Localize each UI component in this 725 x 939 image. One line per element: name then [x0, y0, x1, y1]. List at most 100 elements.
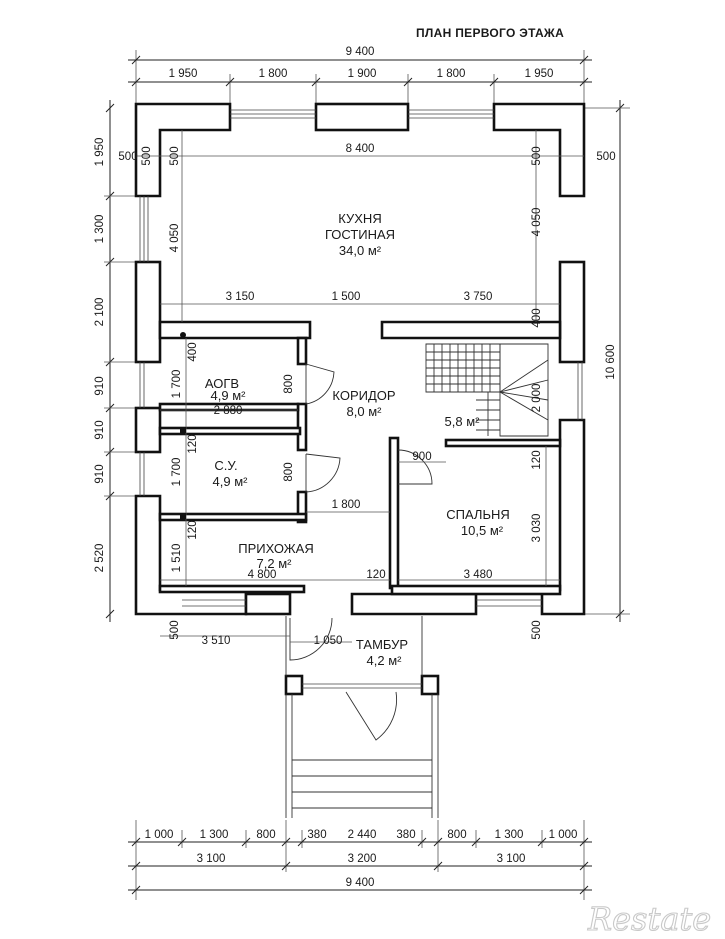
right-dimensions: 10 600: [584, 100, 630, 622]
column-marker: [180, 332, 186, 338]
dim-top-3: 1 900: [348, 68, 377, 80]
dim-left-4: 910: [94, 376, 106, 395]
svg-text:500: 500: [118, 151, 137, 163]
svg-text:380: 380: [307, 829, 326, 841]
dim-right-total: 10 600: [605, 344, 617, 379]
svg-text:400: 400: [187, 342, 199, 361]
room-corridor-name: КОРИДОР: [332, 388, 395, 403]
svg-text:9 400: 9 400: [346, 877, 375, 889]
svg-text:3 100: 3 100: [197, 853, 226, 865]
dim-kitchen-depth-right: 4 050: [531, 208, 543, 237]
partition-wc-bottom: [158, 512, 308, 522]
dim-kitchen-width: 8 400: [346, 143, 375, 155]
watermark-logo: Restate: [587, 900, 711, 938]
dim-left-3: 2 100: [94, 298, 106, 327]
dim-left-5: 910: [94, 420, 106, 439]
dim-left-2: 1 300: [94, 215, 106, 244]
partition-aogv-1: [296, 336, 308, 366]
room-vestibule-area: 4,2 м²: [367, 653, 403, 668]
svg-text:380: 380: [396, 829, 415, 841]
room-vestibule-name: ТАМБУР: [356, 637, 408, 652]
svg-text:3 030: 3 030: [531, 514, 543, 543]
room-aogv-name: АОГВ: [205, 376, 239, 391]
wall-left-upper: [134, 260, 162, 364]
dim-left-6: 910: [94, 464, 106, 483]
svg-text:1 000: 1 000: [145, 829, 174, 841]
partition-wc-top: [158, 426, 302, 436]
svg-text:800: 800: [256, 829, 275, 841]
svg-text:500: 500: [141, 146, 153, 165]
partition-bedroom-bottom: [390, 584, 562, 596]
svg-text:4 800: 4 800: [248, 569, 277, 581]
wall-bottom-1: [244, 592, 292, 616]
svg-text:2 440: 2 440: [348, 829, 377, 841]
svg-text:120: 120: [531, 450, 543, 469]
svg-text:120: 120: [366, 569, 385, 581]
room-kitchen-name2: ГОСТИНАЯ: [325, 227, 395, 242]
svg-text:120: 120: [187, 520, 199, 539]
room-kitchen-name1: КУХНЯ: [338, 211, 381, 226]
svg-text:3 200: 3 200: [348, 853, 377, 865]
partition-bedroom-top: [444, 438, 562, 448]
doors: [289, 363, 433, 741]
room-wc-area: 4,9 м²: [213, 474, 249, 489]
top-dimensions: 9 400 1 950 1 800 1 900 1 800 1 950: [128, 46, 592, 104]
room-kitchen-area: 34,0 м²: [339, 243, 382, 258]
partition-kitchen-right: [380, 320, 562, 340]
svg-text:500: 500: [596, 151, 615, 163]
svg-text:1 700: 1 700: [171, 458, 183, 487]
dim-kitchen-depth-left: 4 050: [169, 224, 181, 253]
wall-top-left: [134, 102, 232, 198]
wall-left-middle: [134, 406, 162, 454]
svg-text:500: 500: [169, 620, 181, 639]
svg-text:1 300: 1 300: [200, 829, 229, 841]
svg-text:2 880: 2 880: [214, 405, 243, 417]
left-dimensions: 1 950 1 300 2 100 910 910 910 2 520: [94, 100, 136, 622]
svg-text:800: 800: [447, 829, 466, 841]
dim-top-2: 1 800: [259, 68, 288, 80]
svg-text:1 300: 1 300: [495, 829, 524, 841]
svg-text:1 050: 1 050: [314, 635, 343, 647]
plan-title: ПЛАН ПЕРВОГО ЭТАЖА: [416, 26, 564, 40]
partition-wc-3: [296, 490, 308, 524]
dim-top-1: 1 950: [169, 68, 198, 80]
room-bedroom-name: СПАЛЬНЯ: [446, 507, 510, 522]
partition-hall-bottom: [158, 584, 306, 594]
svg-text:500: 500: [169, 146, 181, 165]
room-wc-name: С.У.: [214, 458, 237, 473]
svg-text:3 150: 3 150: [226, 291, 255, 303]
room-labels: КУХНЯ ГОСТИНАЯ 34,0 м² АОГВ 4,9 м² КОРИД…: [205, 211, 510, 668]
svg-text:900: 900: [412, 451, 431, 463]
room-aogv-area: 4,9 м²: [211, 388, 247, 403]
svg-text:1 700: 1 700: [171, 370, 183, 399]
wall-top-right: [492, 102, 586, 198]
dim-top-4: 1 800: [437, 68, 466, 80]
bottom-dimensions: 1 000 1 300 800 380 2 440 380 800 1 300 …: [128, 820, 592, 900]
porch: [284, 616, 440, 818]
room-corridor-area: 8,0 м²: [347, 404, 383, 419]
svg-text:2 000: 2 000: [531, 384, 543, 413]
dim-top-5: 1 950: [525, 68, 554, 80]
room-hall-name: ПРИХОЖАЯ: [238, 541, 314, 556]
svg-text:1 500: 1 500: [332, 291, 361, 303]
interior-dimensions: 500 500 500 500 500 8 400 4 050 4 050 3 …: [118, 130, 616, 647]
svg-text:500: 500: [531, 620, 543, 639]
dim-left-7: 2 520: [94, 544, 106, 573]
walls: [134, 102, 586, 616]
svg-text:3 100: 3 100: [497, 853, 526, 865]
stairs: [425, 343, 549, 437]
svg-text:3 510: 3 510: [202, 635, 231, 647]
dim-top-total: 9 400: [346, 46, 375, 58]
svg-text:1 510: 1 510: [171, 544, 183, 573]
wall-bottom-2: [350, 592, 478, 616]
svg-text:800: 800: [283, 374, 295, 393]
svg-text:1 000: 1 000: [549, 829, 578, 841]
room-bedroom-area: 10,5 м²: [461, 523, 504, 538]
wall-top-middle: [314, 102, 410, 132]
svg-text:500: 500: [531, 146, 543, 165]
room-stairs-area: 5,8 м²: [445, 414, 481, 429]
svg-text:400: 400: [531, 308, 543, 327]
svg-text:800: 800: [283, 462, 295, 481]
partition-bedroom-left: [388, 436, 400, 590]
room-hall-area: 7,2 м²: [257, 556, 293, 571]
